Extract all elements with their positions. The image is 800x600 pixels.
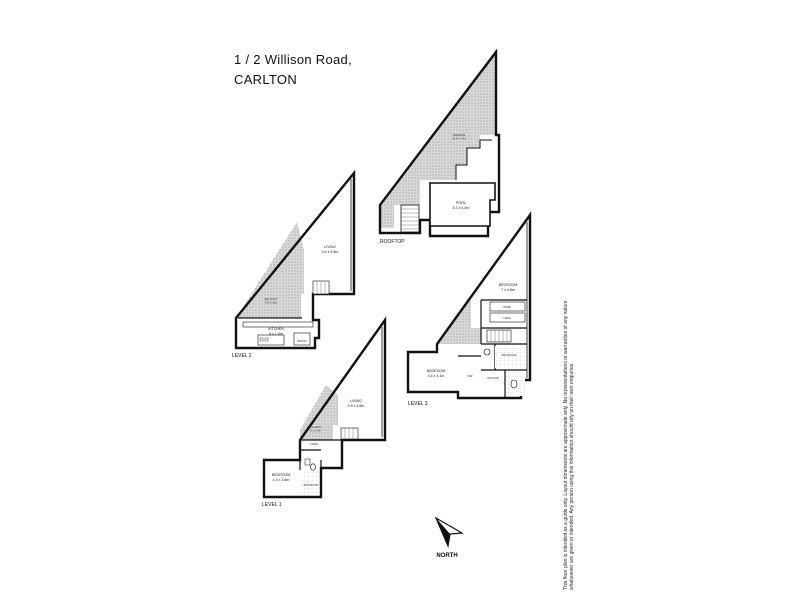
level1-bedroom-label: BEDROOM xyxy=(272,473,291,477)
kitchen-bench xyxy=(242,321,314,346)
level3-plan: BEDROOM 7 x 4.8m ROBE LINEN BEDROOM 4.4 … xyxy=(406,211,532,407)
level3-robe-linen xyxy=(489,301,526,323)
level3-bedroom1-size: 7 x 4.8m xyxy=(501,288,515,292)
ensuite-label: ENSUITE xyxy=(487,376,499,380)
north-arrow-shade xyxy=(436,518,450,546)
north-arrow-icon xyxy=(434,516,464,549)
ensuite-toilet xyxy=(510,379,518,389)
disclaimer: This floor plan is intended as a guide o… xyxy=(563,290,576,590)
rooftop-stair xyxy=(400,204,420,233)
rooftop-terrace-steps xyxy=(455,139,492,180)
pantry-label: PANTRY xyxy=(297,339,308,343)
north-arrow: NORTH xyxy=(434,516,464,559)
level1-living-label: LIVING xyxy=(350,399,362,403)
level2-plan: LIVING 9.6 x 4.8m BALCONY 4.9 x 1.5m KIT… xyxy=(232,169,356,359)
level1-room-walls xyxy=(299,439,342,497)
property-address: 1 / 2 Willison Road, CARLTON xyxy=(234,50,352,90)
pool-label: POOL xyxy=(456,201,466,205)
level2-balcony-label: BALCONY xyxy=(265,297,278,301)
level2-balcony-area xyxy=(236,222,304,318)
terrace-label: TERRACE xyxy=(453,133,466,137)
north-label: NORTH xyxy=(436,553,457,559)
bathroom-tiles xyxy=(495,346,525,368)
level3-bathroom-label: BATHROOM xyxy=(502,353,517,357)
level1-stair xyxy=(340,427,359,440)
level1-living-size: 9.5 x 4.8m xyxy=(348,404,365,408)
level3-stair xyxy=(486,329,512,343)
level3-level-label: LEVEL 3 xyxy=(408,401,428,407)
level2-balcony-size: 4.9 x 1.5m xyxy=(265,301,277,305)
disclaimer-line-2: whatsoever are given or intended. Any pe… xyxy=(569,362,576,590)
rooftop-outline xyxy=(378,48,501,238)
level1-balcony-size: 7.1 x 1.6m xyxy=(309,429,321,433)
level3-bedroom2-label: BEDROOM xyxy=(427,369,446,373)
kitchen-size: 8 x 1.8m xyxy=(269,332,283,336)
address-suburb: CARLTON xyxy=(234,72,298,87)
level1-bathroom-tiles xyxy=(303,470,319,495)
terrace-size: 10.4 x 7.9m xyxy=(452,137,466,141)
robe-label: ROBE xyxy=(503,305,511,309)
level1-level-label: LEVEL 1 xyxy=(262,502,282,508)
kitchen-label: KITCHEN xyxy=(268,327,284,331)
level3-balcony-area xyxy=(437,295,481,344)
level2-stair xyxy=(312,280,330,295)
level1-bathroom-label: BATHROOM xyxy=(304,483,319,487)
pool-size: 6.3 x 4.4m xyxy=(453,206,470,210)
level1-vanity xyxy=(304,458,311,466)
level3-bedroom1-label: BEDROOM xyxy=(499,283,518,287)
level2-living-size: 9.6 x 4.8m xyxy=(322,250,339,254)
rooftop-level-label: ROOFTOP xyxy=(380,239,405,245)
rooftop-plan: TERRACE 10.4 x 7.9m POOL 6.3 x 4.4m ROOF… xyxy=(378,48,501,245)
level1-balcony-label: BALCONY xyxy=(309,425,322,429)
level1-linen-label: LINEN xyxy=(310,442,318,446)
address-street: 1 / 2 Willison Road, xyxy=(234,52,352,67)
linen-label: LINEN xyxy=(503,316,511,320)
pool xyxy=(429,182,496,227)
level1-bedroom-size: 4.4 x 3.6m xyxy=(273,478,290,482)
wir-label: WIR xyxy=(467,374,472,378)
rooftop-terrace-area xyxy=(380,52,496,228)
level3-bedroom2-size: 4.4 x 4.1m xyxy=(428,374,445,378)
level2-level-label: LEVEL 2 xyxy=(232,353,252,359)
level1-plan: LIVING 9.5 x 4.8m BALCONY 7.1 x 1.6m LIN… xyxy=(262,316,387,508)
level3-bedroom-divider xyxy=(480,299,527,344)
vanity-basin xyxy=(483,348,491,356)
level1-toilet xyxy=(310,463,316,471)
level2-living-label: LIVING xyxy=(324,245,336,249)
